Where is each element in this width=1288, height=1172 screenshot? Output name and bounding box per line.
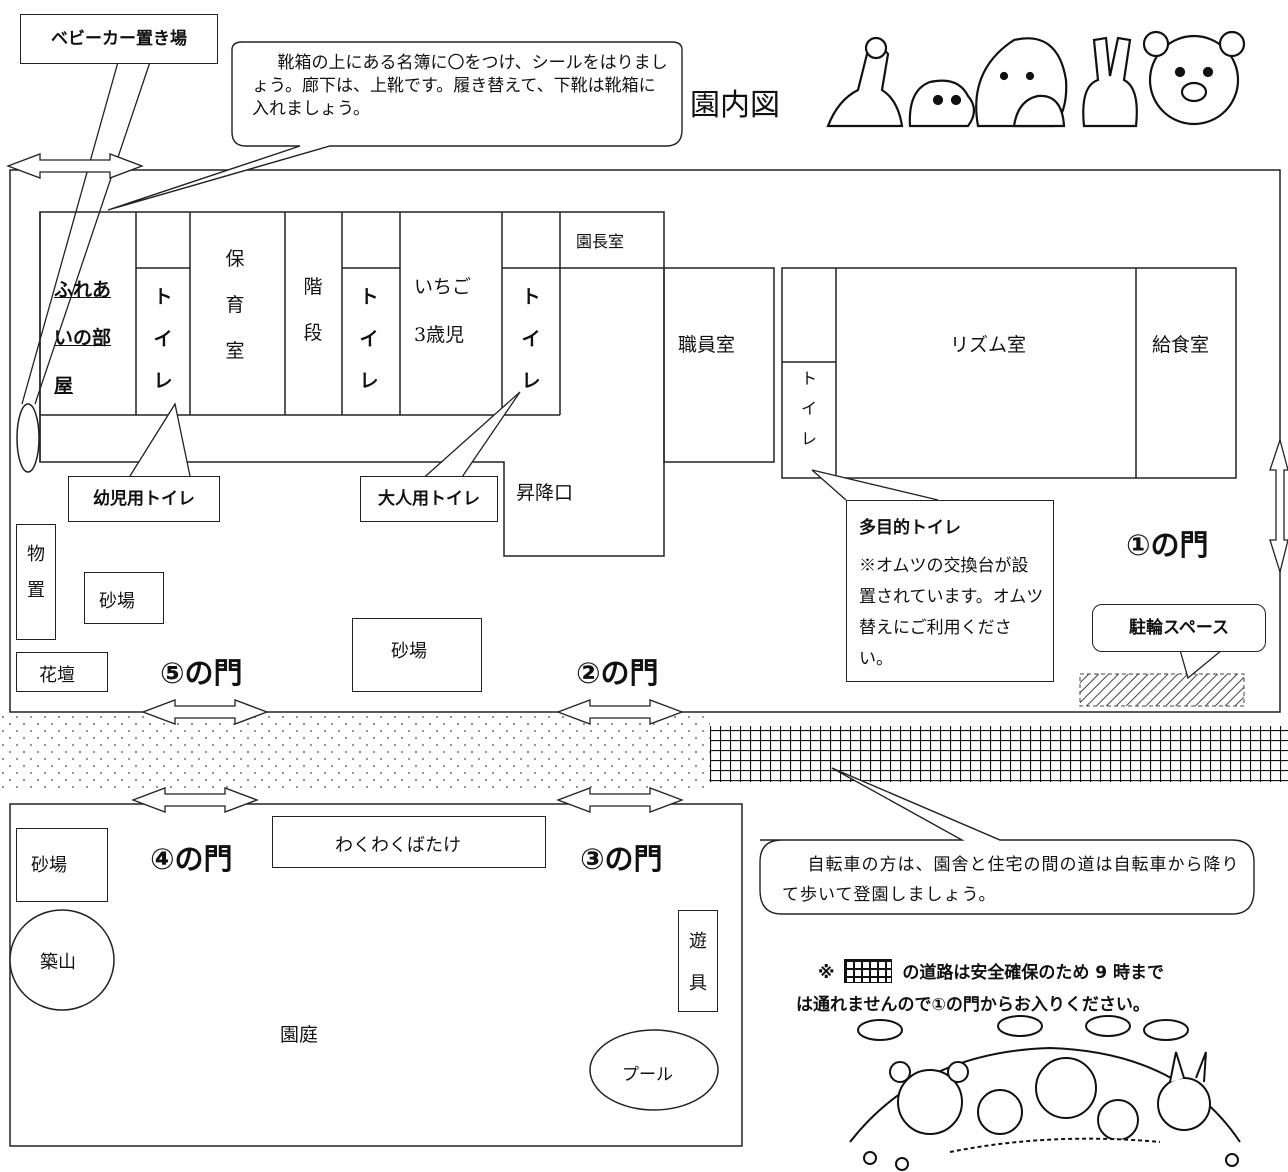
restricted-road	[710, 726, 1288, 782]
map-title: 園内図	[690, 88, 780, 123]
sunaba-3: 砂場	[16, 828, 108, 902]
parking-label: 駐輪スペース	[1092, 604, 1266, 652]
tsukiyama-label: 築山	[40, 952, 76, 973]
dotted-road	[0, 716, 710, 788]
animals-illustration	[826, 30, 1246, 128]
room-encho: 園長室	[576, 232, 625, 251]
wakuwaku-box: わくわくばたけ	[272, 816, 546, 868]
yugu-box: 遊 具	[678, 910, 718, 1012]
gate-4-label: ④の門	[150, 842, 233, 876]
room-toilet-child: ト イ レ	[153, 286, 173, 392]
kids-illustration	[849, 1015, 1241, 1171]
room-hoiku: 保 育 室	[225, 248, 245, 362]
bike-callout-text: 自転車の方は、園舎と住宅の間の道は自転車から降りて歩いて登園しましょう。	[782, 855, 1240, 905]
room-toilet-multi: ト イ レ	[800, 369, 817, 448]
tamokuteki-box: 多目的トイレ ※オムツの交換台が設置されています。オムツ替えにご利用ください。	[846, 500, 1054, 682]
pool-label: プール	[622, 1065, 673, 1085]
gate-3-label: ③の門	[580, 842, 663, 876]
notice-line2: は通れませんので①の門からお入りください。	[796, 995, 1150, 1015]
babycar-label: ベビーカー置き場	[20, 14, 218, 64]
sunaba-1: 砂場	[84, 572, 164, 624]
gate-2-label: ②の門	[576, 656, 659, 690]
tamokuteki-note: ※オムツの交換台が設置されています。オムツ替えにご利用ください。	[859, 556, 1044, 669]
room-ichigo-sub: 3歳児	[414, 324, 465, 346]
gate-5-label: ⑤の門	[160, 656, 243, 690]
notice-line1: ※ の道路は安全確保のため 9 時まで	[818, 958, 1164, 983]
parking-hatch	[1079, 673, 1245, 707]
room-toilet-adult: ト イ レ	[521, 286, 541, 392]
monooki-box: 物 置	[16, 524, 56, 640]
sunaba-2: 砂場	[352, 618, 482, 692]
room-kaidan: 階 段	[303, 276, 323, 344]
room-shoko: 昇降口	[516, 482, 574, 504]
yoji-toilet-label: 幼児用トイレ	[68, 476, 220, 522]
room-kyushoku: 給食室	[1152, 334, 1210, 356]
gate-1-label: ①の門	[1126, 528, 1209, 562]
room-rhythm: リズム室	[950, 334, 1027, 356]
entei-label: 園庭	[280, 1024, 319, 1046]
tamokuteki-title: 多目的トイレ	[859, 518, 961, 538]
room-ichigo: いちご	[414, 276, 472, 298]
grid-road-icon	[844, 959, 893, 983]
room-fureai: ふれあいの部屋	[54, 279, 112, 397]
room-shokuin: 職員室	[678, 334, 736, 356]
room-toilet-mid: ト イ レ	[359, 286, 379, 392]
shoes-callout-text: 靴箱の上にある名簿に〇をつけ、シールをはりましょう。廊下は、上靴です。履き替えて…	[252, 53, 668, 119]
kadan-box: 花壇	[16, 652, 108, 692]
otona-toilet-label: 大人用トイレ	[360, 476, 498, 522]
